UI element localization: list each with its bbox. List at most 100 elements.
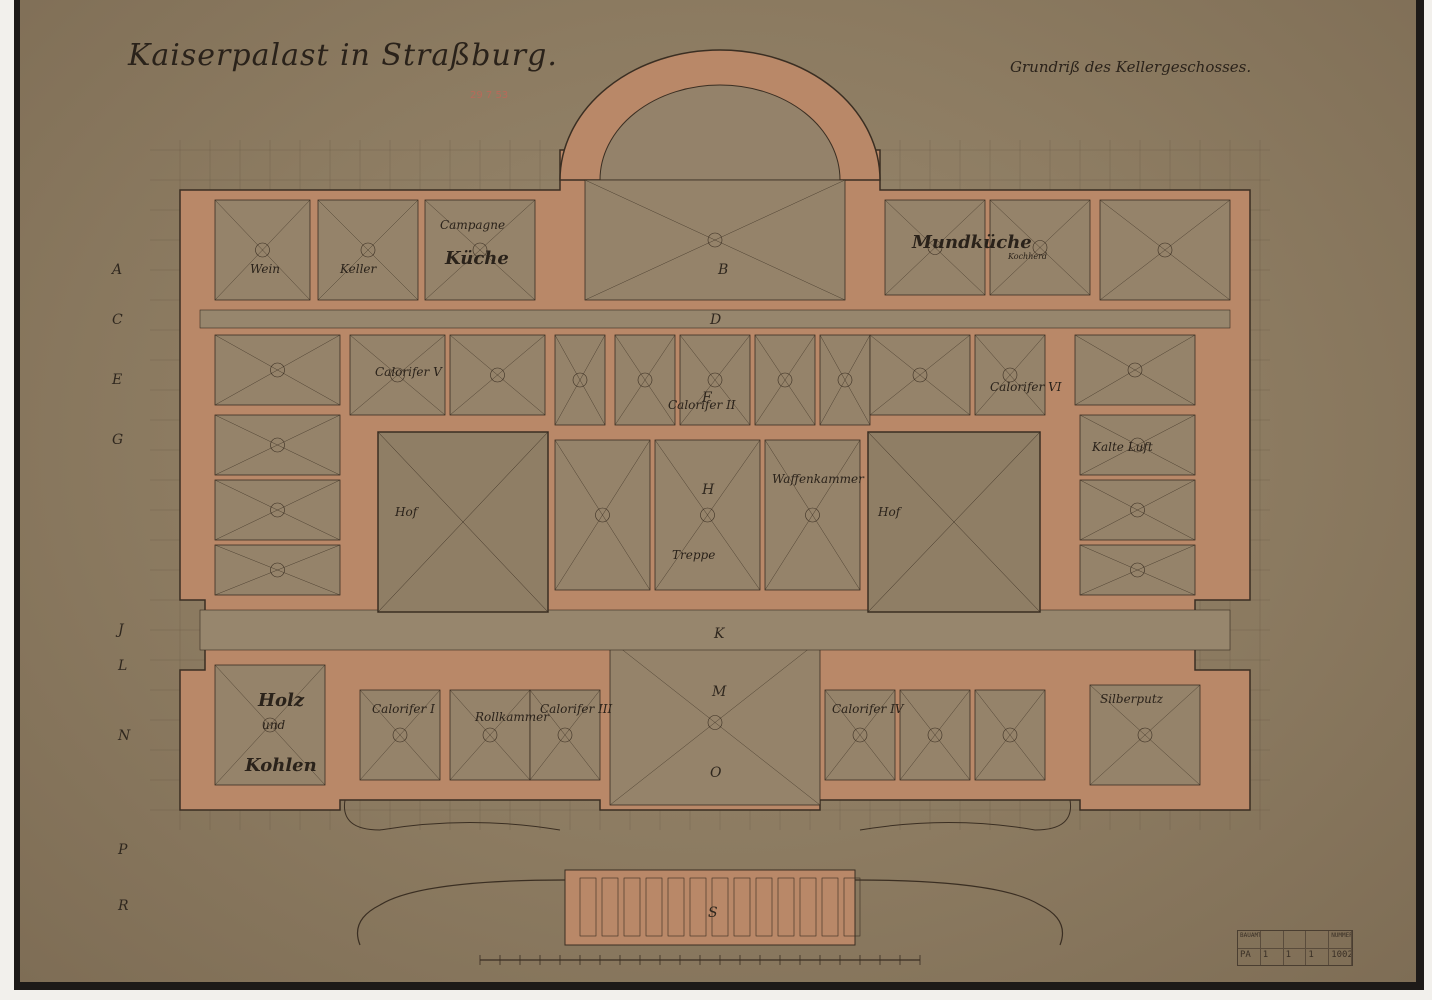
room-number-circle [707, 372, 723, 388]
axis-letter: R [118, 898, 129, 914]
room-label-mundkueche: Mundküche [912, 232, 1032, 253]
room-number-circle [1130, 502, 1145, 518]
stamp-header [1306, 931, 1330, 948]
room-label-kueche: Küche [445, 248, 509, 269]
stamp-value: 1 [1283, 948, 1307, 965]
stamp-value: 1002 [1329, 948, 1352, 965]
drawing-title: Kaiserpalast in Straßburg. [128, 38, 558, 73]
vault-line [974, 689, 1046, 781]
room-number-circle [557, 727, 573, 743]
vault-line [424, 199, 536, 301]
corridor [199, 609, 1231, 651]
axis-letter: F [702, 390, 712, 406]
vault-line [614, 334, 676, 426]
axis-letter: C [112, 312, 123, 328]
room-label-silberputz: Silberputz [1100, 692, 1163, 706]
vault-line [1079, 544, 1196, 596]
entrance-steps [564, 869, 856, 946]
vault-line [974, 334, 1046, 416]
axis-letter: K [714, 626, 725, 642]
room-number-circle [777, 372, 793, 388]
step [755, 877, 773, 937]
axis-letter: N [118, 728, 131, 744]
room-label-kochherd: Kochherd [1008, 252, 1048, 261]
vault-line [349, 334, 446, 416]
step [579, 877, 597, 937]
room-number-circle [1002, 727, 1018, 743]
vault-line [1079, 414, 1196, 476]
ramp-curve-left [356, 879, 566, 946]
room-number-circle [270, 502, 285, 518]
room-label-waffen: Waffenkammer [772, 472, 864, 486]
room-number-circle [700, 507, 715, 523]
vault-line [554, 334, 606, 426]
axis-letter: S [708, 905, 718, 921]
terrace-curve-left [343, 799, 561, 831]
vault-line [819, 334, 871, 426]
axis-letter: H [702, 482, 715, 498]
room-label-hof-left: Hof [395, 505, 418, 519]
room-number-circle [255, 242, 270, 258]
vault-line [214, 199, 311, 301]
vault-line [754, 334, 816, 426]
room-number-circle [912, 367, 928, 383]
courtyard-diagonal [867, 431, 1041, 613]
room-label-calorifer-6: Calorifer VI [990, 380, 1062, 394]
vault-line [214, 664, 326, 786]
step [777, 877, 795, 937]
room-number-circle [927, 240, 943, 255]
step [821, 877, 839, 937]
vault-line [554, 439, 651, 591]
room-number-circle [490, 367, 505, 383]
room-number-circle [707, 715, 723, 730]
room-label-hof-right: Hof [878, 505, 901, 519]
room-number-circle [707, 232, 723, 248]
room-label-kalte-luft: Kalte Luft [1092, 440, 1153, 454]
room-label-und: und [262, 718, 286, 732]
corridor [199, 309, 1231, 329]
vault-line [359, 689, 441, 781]
room-label-calorifer-2: Calorifer II [668, 398, 736, 412]
vault-line [584, 179, 846, 301]
step [667, 877, 685, 937]
vault-line [989, 199, 1091, 296]
room-number-circle [472, 242, 488, 258]
axis-letter: P [118, 842, 128, 858]
room-number-circle [262, 717, 278, 733]
stamp-value: 1 [1260, 948, 1284, 965]
axis-letter: A [112, 262, 123, 278]
room-label-holz: Holz [258, 690, 305, 711]
room-number-circle [270, 437, 285, 453]
drawing-subtitle: Grundriß des Kellergeschosses. [1010, 58, 1252, 76]
step [623, 877, 641, 937]
room-number-circle [595, 507, 610, 523]
step [601, 877, 619, 937]
room-number-circle [805, 507, 820, 523]
vault-line [679, 334, 751, 426]
archive-stamp: BAUAMT NUMMER PA 1 1 1 1002 [1237, 930, 1353, 966]
axis-letter: L [118, 658, 128, 674]
vault-line [869, 334, 971, 416]
room-number-circle [270, 562, 285, 578]
step [733, 877, 751, 937]
vault-line [214, 414, 341, 476]
room-number-circle [360, 242, 376, 258]
room-label-kohlen: Kohlen [245, 755, 317, 776]
vault-line [449, 689, 531, 781]
courtyard-diagonal [377, 431, 549, 613]
stamp-header: NUMMER [1329, 931, 1352, 948]
vault-line [609, 639, 821, 806]
stamp-header [1284, 931, 1307, 948]
room-label-campagne: Campagne [440, 218, 506, 232]
vault-line [317, 199, 419, 301]
step [799, 877, 817, 937]
room-number-circle [1157, 242, 1173, 258]
axis-letter: M [712, 684, 727, 700]
vault-line [899, 689, 971, 781]
room-number-circle [1002, 367, 1018, 383]
room-number-circle [392, 727, 408, 743]
room-number-circle [637, 372, 653, 388]
axis-letter: G [112, 432, 124, 448]
rotunda-inner [599, 84, 841, 181]
room-label-rollkammer: Rollkammer [475, 710, 549, 724]
